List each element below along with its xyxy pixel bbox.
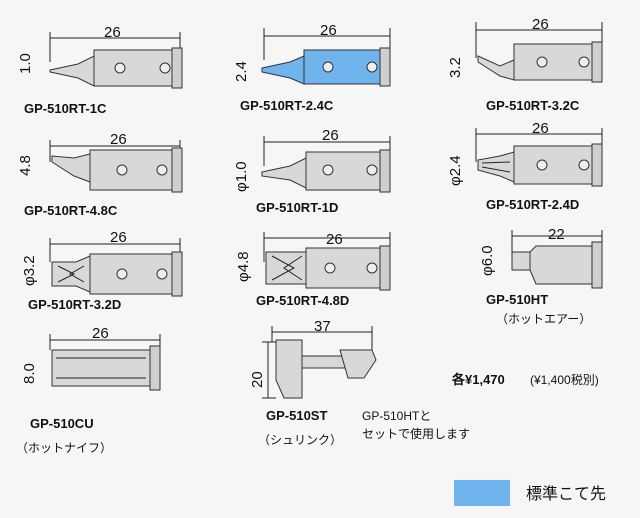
length-label: 22: [548, 226, 565, 243]
length-label: 26: [322, 127, 339, 144]
price-block: 各¥1,470 (¥1,400税別): [451, 372, 599, 387]
size-label: 4.8: [17, 155, 34, 176]
product-note: （ホットエアー）: [496, 312, 591, 326]
product-gp-510rt-1d: 26 φ1.0 GP-510RT-1D: [233, 127, 391, 215]
length-label: 26: [92, 325, 109, 342]
product-gp-510cu: 26 8.0 GP-510CU （ホットナイフ）: [16, 325, 161, 455]
st-note-line1: GP-510HTと: [362, 409, 431, 423]
length-label: 26: [110, 229, 127, 246]
product-gp-510st: 37 20 GP-510ST （シュリンク） GP-510HTと セットで使用し…: [249, 318, 470, 447]
size-label: φ2.4: [447, 155, 464, 186]
product-code: GP-510RT-3.2C: [486, 98, 580, 113]
product-code: GP-510RT-4.8C: [24, 203, 118, 218]
standard-tip-highlight: [261, 55, 305, 85]
product-gp-510rt-1c: 26 1.0 GP-510RT-1C: [17, 24, 183, 116]
size-label: 20: [249, 371, 266, 388]
product-code: GP-510RT-4.8D: [256, 293, 349, 308]
product-code: GP-510HT: [486, 292, 548, 307]
length-label: 26: [104, 24, 121, 41]
product-code: GP-510RT-3.2D: [28, 297, 121, 312]
product-gp-510rt-3-2c: 26 3.2 GP-510RT-3.2C: [447, 16, 603, 113]
product-note: （シュリンク）: [258, 433, 342, 447]
length-label: 26: [532, 120, 549, 137]
length-label: 26: [326, 231, 343, 248]
product-gp-510rt-2-4c: 26 2.4 GP-510RT-2.4C: [233, 22, 391, 113]
price-text: 各¥1,470: [451, 372, 505, 387]
product-gp-510rt-2-4d: 26 φ2.4 GP-510RT-2.4D: [447, 120, 603, 212]
length-label: 26: [320, 22, 337, 39]
legend-label: 標準こて先: [526, 485, 606, 503]
size-label: 1.0: [17, 53, 34, 74]
product-gp-510rt-3-2d: 26 φ3.2 GP-510RT-3.2D: [21, 229, 183, 312]
product-note: （ホットナイフ）: [16, 441, 112, 455]
product-code: GP-510RT-2.4D: [486, 197, 579, 212]
product-code: GP-510CU: [30, 416, 94, 431]
length-label: 26: [532, 16, 549, 33]
size-label: 3.2: [447, 57, 464, 78]
length-label: 37: [314, 318, 331, 335]
legend-swatch: [454, 480, 510, 506]
st-note-line2: セットで使用します: [362, 426, 470, 441]
product-gp-510rt-4-8c: 26 4.8 GP-510RT-4.8C: [17, 131, 183, 218]
product-code: GP-510RT-2.4C: [240, 98, 334, 113]
size-label: φ4.8: [235, 251, 252, 282]
product-code: GP-510RT-1D: [256, 200, 338, 215]
size-label: φ1.0: [233, 161, 250, 192]
size-label: 8.0: [21, 363, 38, 384]
size-label: φ6.0: [479, 245, 496, 276]
size-label: φ3.2: [21, 255, 38, 286]
product-code: GP-510RT-1C: [24, 101, 107, 116]
size-label: 2.4: [233, 61, 250, 82]
length-label: 26: [110, 131, 127, 148]
legend: 標準こて先: [454, 480, 606, 506]
product-gp-510rt-4-8d: 26 φ4.8 GP-510RT-4.8D: [235, 231, 391, 308]
product-code: GP-510ST: [266, 408, 327, 423]
price-tax: (¥1,400税別): [530, 373, 599, 387]
product-gp-510ht: 22 φ6.0 GP-510HT （ホットエアー）: [479, 226, 603, 326]
